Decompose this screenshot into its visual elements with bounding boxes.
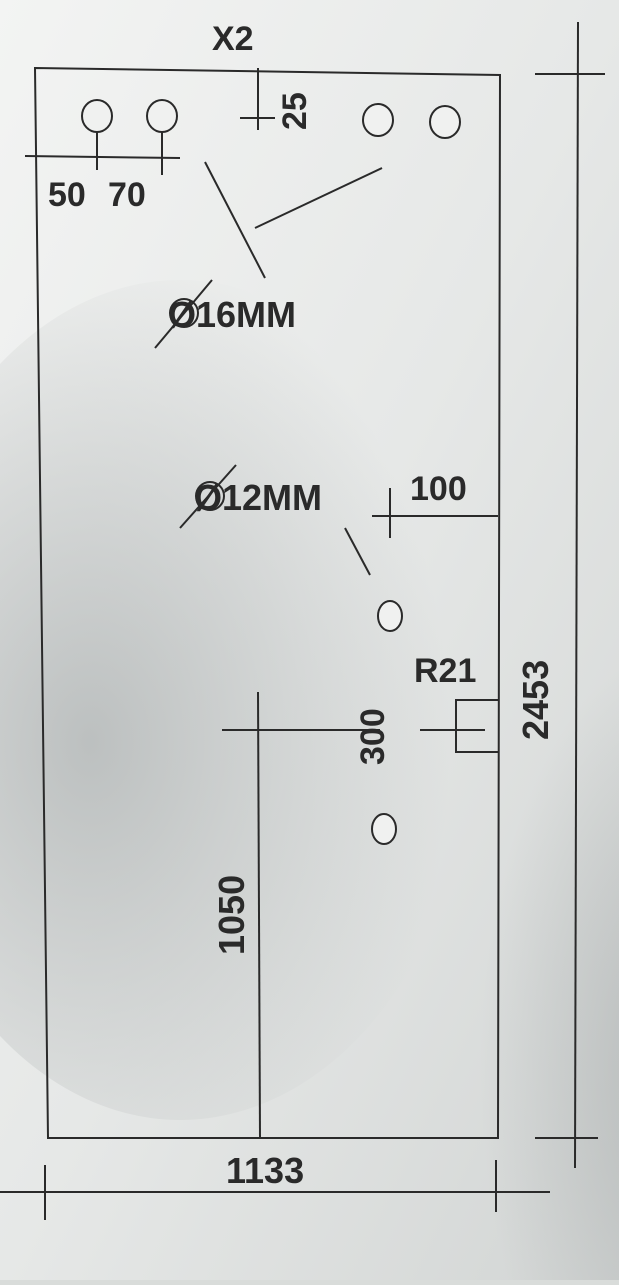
large-hole-leader-right: [254, 167, 383, 229]
paper-shadow-right: [360, 480, 619, 1285]
quantity-label: X2: [212, 20, 254, 58]
panel-outline: [33, 66, 502, 1139]
diameter-slash-16: [154, 279, 213, 349]
hole-row-dimension-line: [24, 155, 181, 159]
hole-spacing-label-1: 50: [48, 176, 86, 214]
diameter-slash-12: [179, 464, 237, 529]
top-offset-label: 25: [276, 92, 314, 130]
small-hole-diameter-label: Ø12MM: [194, 477, 322, 518]
notch-outline: [455, 699, 498, 753]
hole-16mm-4: [429, 105, 461, 139]
large-hole-diameter-label: Ø16MM: [168, 294, 296, 335]
hole-16mm-2: [146, 99, 178, 133]
hole-pitch-label: 300: [354, 708, 392, 765]
lower-height-label: 1050: [211, 875, 252, 955]
edge-offset-label: 100: [410, 470, 467, 508]
hole-12mm-2: [371, 813, 397, 845]
height-dimension-line: [574, 21, 579, 1169]
hole-16mm-1: [81, 99, 113, 133]
paper-shadow: [0, 280, 480, 1120]
lower-height-dimension-line: [257, 691, 261, 1139]
total-height-label: 2453: [515, 660, 556, 740]
hole-spacing-label-2: 70: [108, 176, 146, 214]
small-hole-leader: [344, 527, 371, 576]
hole-12mm-1: [377, 600, 403, 632]
hole-16mm-3: [362, 103, 394, 137]
radius-label: R21: [414, 652, 476, 690]
diameter-symbol-12: [195, 481, 225, 511]
total-width-label: 1133: [226, 1150, 304, 1191]
diameter-symbol-16: [169, 298, 199, 328]
large-hole-leader-left: [204, 161, 266, 279]
